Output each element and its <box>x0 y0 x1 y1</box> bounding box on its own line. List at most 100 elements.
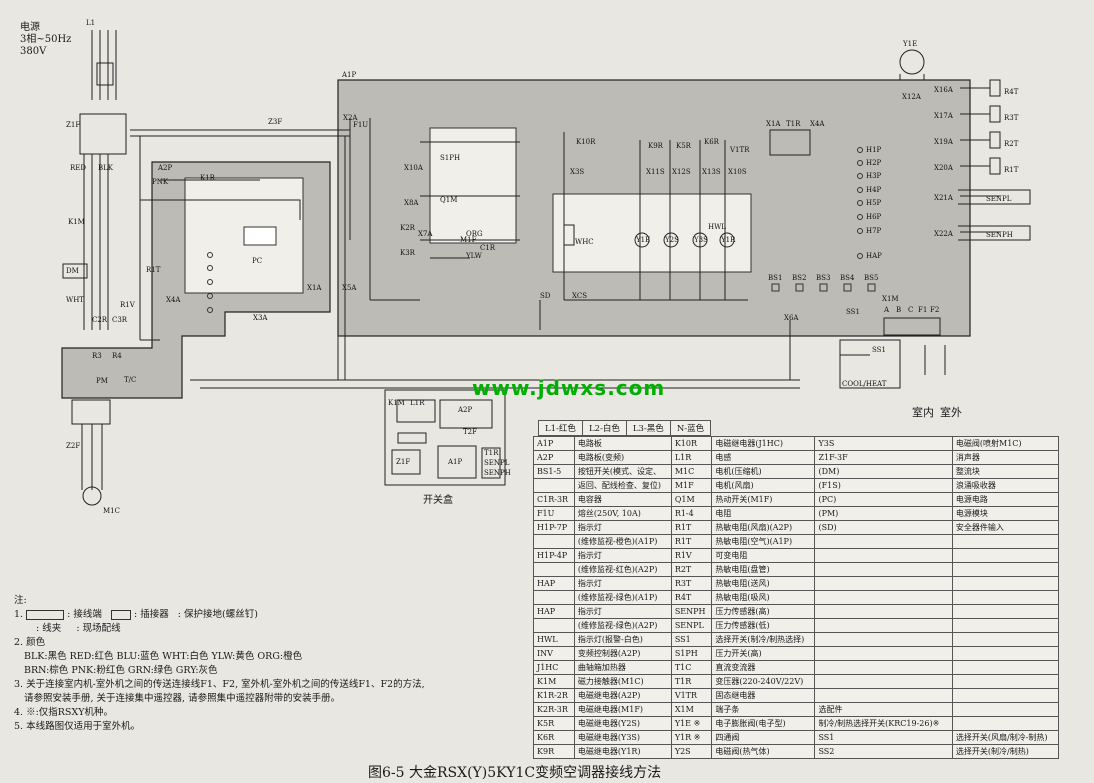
legend-desc: 电磁继电器(Y2S) <box>573 716 672 731</box>
legend-desc: 选择开关(制冷/制热选择) <box>711 632 816 647</box>
a2p-block <box>243 226 277 246</box>
label-k2r: K2R <box>400 224 416 232</box>
legend-code <box>814 674 953 689</box>
label-red: RED <box>70 164 86 172</box>
legend-code: INV <box>533 646 575 661</box>
wire-l3: L3-黑色 <box>625 420 671 436</box>
legend-code <box>814 576 953 591</box>
label-blk: BLK <box>98 164 114 172</box>
note-1-ground: : 保护接地(螺丝钉) <box>177 609 258 620</box>
label-x1a-right: X1A <box>766 120 781 128</box>
legend-code: (SD) <box>814 520 953 535</box>
legend-code: K5R <box>533 716 575 731</box>
legend-code: R2T <box>670 562 713 577</box>
label-h1p: H1P <box>866 146 882 154</box>
label-x20a: X20A <box>934 164 954 172</box>
label-hap: HAP <box>866 252 882 260</box>
legend-code <box>814 646 953 661</box>
label-sb-t1r: T1R <box>484 449 499 457</box>
label-pm: PM <box>96 377 108 385</box>
legend-code: BS1-5 <box>533 464 575 479</box>
legend-code: 制冷/制热选择开关(KRC19-26)※ <box>814 716 953 731</box>
a2p-indicator-leds <box>207 252 213 313</box>
legend-code: H1P-4P <box>533 548 575 563</box>
legend-code: Y1E ※ <box>670 716 713 731</box>
label-h5p: H5P <box>866 199 882 207</box>
wire-l1: L1-红色 <box>538 420 583 436</box>
legend-desc <box>951 646 1060 661</box>
legend-desc: 变频控制器(A2P) <box>573 646 672 661</box>
legend-code: Y2S <box>670 744 713 759</box>
legend-code: K1M <box>533 674 575 689</box>
legend-code: K10R <box>670 436 713 451</box>
legend-code: Q1M <box>670 492 713 507</box>
legend-code <box>814 534 953 549</box>
label-k1m: K1M <box>68 218 85 226</box>
legend-desc: 电子膨胀阀(电子型) <box>711 716 816 731</box>
legend-code <box>533 478 575 493</box>
a1p-load-area <box>552 193 752 273</box>
label-c1r: C1R <box>480 244 496 252</box>
note-3: 3. 关于连接室内机-室外机之间的传送连接线F1、F2, 室外机-室外机之间的传… <box>14 679 425 690</box>
label-k1r: K1R <box>200 174 216 182</box>
label-dm: DM <box>66 267 79 275</box>
legend-desc <box>951 548 1060 563</box>
label-whc: WHC <box>575 238 594 246</box>
label-hwl: HWL <box>708 223 726 231</box>
label-h6p: H6P <box>866 213 882 221</box>
connector-symbol <box>110 609 131 620</box>
label-c3r: C3R <box>112 316 128 324</box>
label-z1f: Z1F <box>66 121 80 129</box>
legend-desc: 热敏电阻(风扇)(A2P) <box>711 520 816 535</box>
legend-desc: 消声器 <box>951 450 1060 465</box>
legend-code: A1P <box>533 436 575 451</box>
legend-code: SS1 <box>670 632 713 647</box>
note-1-num: 1. <box>14 609 24 620</box>
legend-code: HAP <box>533 604 575 619</box>
label-sb-t2f: T2F <box>463 428 477 436</box>
legend-desc: 电磁继电器(J1HC) <box>711 436 816 451</box>
legend-code: R1-4 <box>670 506 713 521</box>
label-sb-a1p: A1P <box>447 458 463 466</box>
legend-desc <box>951 534 1060 549</box>
legend-desc: 热敏电阻(吸风) <box>711 590 816 605</box>
legend-desc: 电感 <box>711 450 816 465</box>
legend-code <box>814 590 953 605</box>
label-f1u: F1U <box>353 121 368 129</box>
note-1-terminal: : 接线端 <box>67 609 102 620</box>
legend-code: J1HC <box>533 660 575 675</box>
label-y3s: Y3S <box>693 236 708 244</box>
label-bs2: BS2 <box>792 274 806 282</box>
legend-desc: 指示灯 <box>573 604 672 619</box>
legend-code: Y3S <box>814 436 953 451</box>
legend-code: R1T <box>670 534 713 549</box>
figure-caption: 图6-5 大金RSX(Y)5KY1C变频空调器接线方法 <box>368 765 662 781</box>
label-t1r: T1R <box>786 120 801 128</box>
label-m1f: M1F <box>460 236 477 244</box>
legend-desc: 电机(风扇) <box>711 478 816 493</box>
label-pnk: PNK <box>152 178 169 186</box>
label-x12s: X12S <box>672 168 691 176</box>
label-r1t: R1T <box>1004 166 1019 174</box>
label-m1c: M1C <box>103 507 120 515</box>
legend-desc: 电机(压缩机) <box>711 464 816 479</box>
legend-desc: 指示灯 <box>573 576 672 591</box>
label-r1t-a2p: R1T <box>146 266 161 274</box>
legend-code: K2R-3R <box>533 702 575 717</box>
label-ss1: SS1 <box>846 308 860 316</box>
note-1-clamp: : 线夹 <box>36 623 62 634</box>
label-ss1-option: SS1 <box>872 346 886 354</box>
wire-color-legend: L1-红色 L2-白色 L3-黑色 N-蓝色 <box>538 420 712 436</box>
legend-desc: 返回、配线检查、复位) <box>573 478 672 493</box>
label-x1m: X1M <box>882 295 899 303</box>
legend-code: A2P <box>533 450 575 465</box>
legend-code: X1M <box>670 702 713 717</box>
label-r4: R4 <box>112 352 122 360</box>
